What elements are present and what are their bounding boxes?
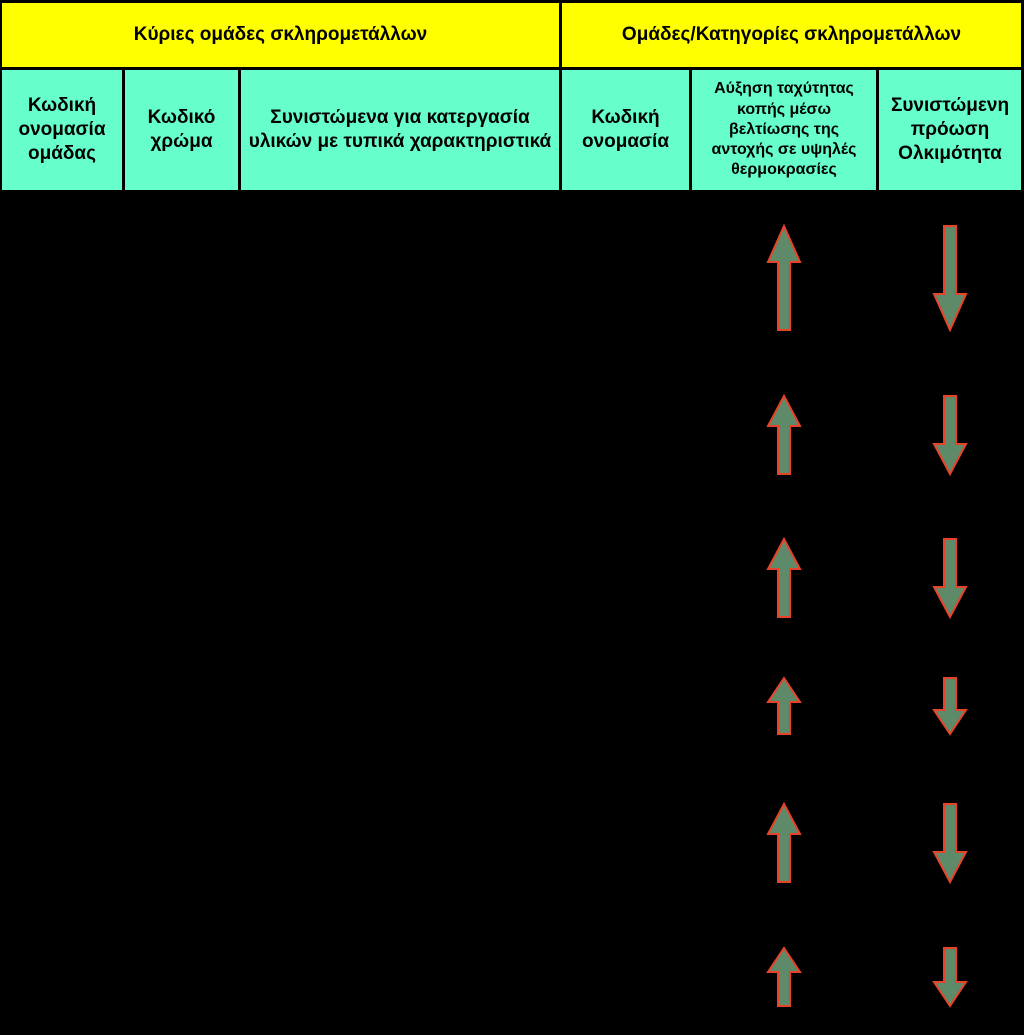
down-arrow-icon (932, 538, 968, 619)
table-body (0, 192, 1024, 1035)
up-arrow-icon (766, 224, 802, 331)
column-header-recommended-for: Συνιστώμενα για κατεργασία υλικών με τυπ… (240, 69, 560, 191)
up-arrow-icon (766, 537, 802, 618)
down-arrow-icon (932, 225, 968, 332)
column-header-color-code: Κωδικό χρώμα (124, 69, 239, 191)
down-arrow-icon (932, 677, 968, 736)
column-header-speed-increase: Αύξηση ταχύτητας κοπής μέσω βελτίωσης τη… (691, 69, 877, 191)
up-arrow-icon (766, 946, 802, 1007)
up-arrow-icon (766, 676, 802, 735)
column-header-group-code-name: Κωδική ονομασία ομάδας (1, 69, 123, 191)
up-arrow-icon (766, 394, 802, 475)
up-arrow-icon (766, 802, 802, 883)
down-arrow-icon (932, 395, 968, 476)
column-header-recommended-feed: Συνιστώμενη πρόωση Ολκιμότητα (878, 69, 1022, 191)
categories-header: Ομάδες/Κατηγορίες σκληρομετάλλων (561, 2, 1022, 68)
down-arrow-icon (932, 803, 968, 884)
main-groups-header: Κύριες ομάδες σκληρομετάλλων (1, 2, 560, 68)
down-arrow-icon (932, 947, 968, 1008)
column-header-category-code-name: Κωδική ονομασία (561, 69, 690, 191)
